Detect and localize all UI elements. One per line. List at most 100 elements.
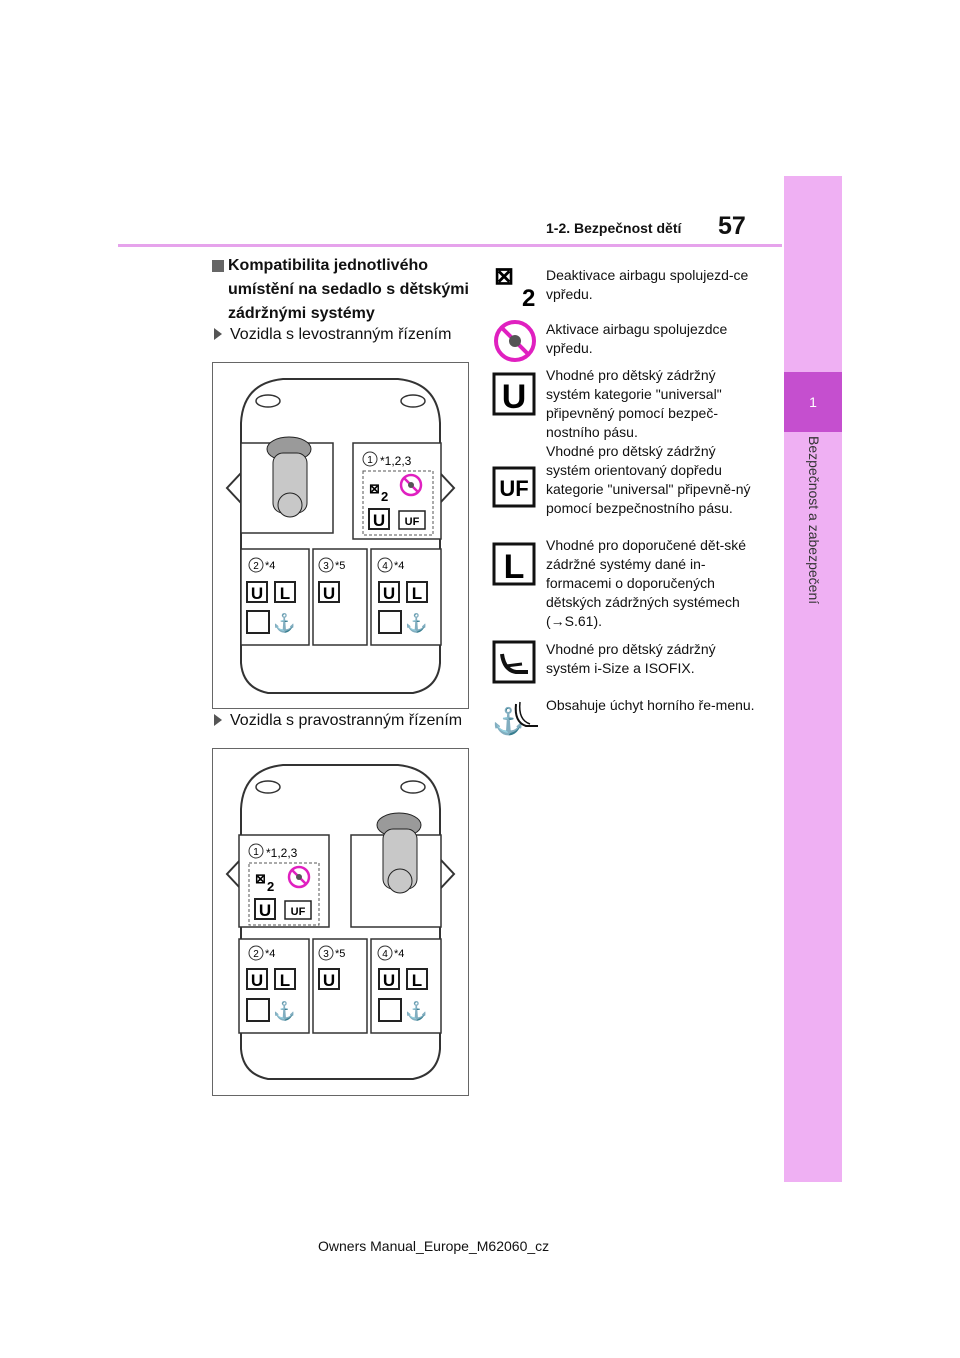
seat-1-note: *1,2,3 <box>380 454 412 468</box>
universal-uf-icon: UF <box>492 466 536 508</box>
triangle-bullet-icon <box>214 328 222 340</box>
seat-4-note: *4 <box>394 560 404 572</box>
chapter-number: 1 <box>809 394 817 410</box>
legend-text-universal: Vhodné pro dětský zádržný systém kategor… <box>546 367 722 440</box>
svg-text:⊠: ⊠ <box>494 263 514 290</box>
seat-3-number-circle <box>318 945 334 961</box>
seat-1-uf: UF <box>405 516 420 528</box>
triangle-bullet-icon <box>214 714 222 726</box>
chapter-side-tab <box>784 176 842 1182</box>
seat-4-u-box <box>378 581 400 603</box>
isofix-seat-icon <box>492 640 536 684</box>
airbag-off-icon: ⊠2 <box>255 871 274 894</box>
airbag-off-icon: ⊠2 <box>369 481 388 504</box>
seat-4-l: L <box>412 584 422 603</box>
legend-text-airbag-off: Deaktivace airbagu spolujezd-ce vpředu. <box>546 267 749 302</box>
seat-1-u: U <box>373 511 385 530</box>
seat-4-u-box <box>378 968 400 990</box>
seat-2-number: 2 <box>253 561 259 572</box>
svg-text:2: 2 <box>267 879 274 894</box>
seat-4-l-box <box>406 581 428 603</box>
car-wheel-fr <box>400 780 426 794</box>
seat-2-l: L <box>280 584 290 603</box>
subheading-left-hand-drive: Vozidla s levostranným řízením <box>214 326 451 344</box>
seat-1-number-circle <box>248 843 264 859</box>
seat-1-dashed-area <box>362 470 434 536</box>
airbag-prohibited-icon <box>287 865 311 889</box>
seat-1-uf: UF <box>291 906 306 918</box>
seat-4-u: U <box>383 971 395 990</box>
seat-2-note: *4 <box>265 560 275 572</box>
seat-1-u: U <box>259 901 271 920</box>
car-body-outline <box>240 378 441 694</box>
car-mirror-right <box>439 858 456 890</box>
chapter-title-text: Bezpečnost a zabezpečení <box>806 436 822 605</box>
seat-3-number: 3 <box>323 561 329 572</box>
driver-figure-icon <box>266 436 312 518</box>
seat-2-tether-icon: ⚓ <box>273 612 295 633</box>
seat-4-u: U <box>383 584 395 603</box>
seat-1-u-box <box>368 508 390 530</box>
car-body-outline <box>240 764 441 1080</box>
car-wheel-fl <box>255 394 281 408</box>
seat-4-tether-icon: ⚓ <box>405 612 427 633</box>
seat-3-u-box <box>318 968 340 990</box>
car-wheel-fl <box>255 780 281 794</box>
car-mirror-left <box>225 858 242 890</box>
seat-diagram-rhd-svg: 1 *1,2,3 ⊠2 U UF 2 *4 3 *5 4 <box>225 764 456 1080</box>
seat-1-uf-box <box>284 900 312 920</box>
seat-2-isofix-icon <box>246 610 270 634</box>
seat-2-number-circle <box>248 557 264 573</box>
seat-2-u: U <box>251 971 263 990</box>
heading-text: Kompatibilita jednotlivého umístění na s… <box>228 257 469 322</box>
seat-4-number: 4 <box>382 561 388 572</box>
airbag-on-prohibited-icon <box>494 320 536 362</box>
legend-text-isofix: Vhodné pro dětský zádržný systém i-Size … <box>546 641 716 676</box>
seat-3-number-circle <box>318 557 334 573</box>
subheading-text: Vozidla s pravostranným řízením <box>230 712 463 729</box>
seat-2-l: L <box>280 971 290 990</box>
seat-4-number-circle <box>377 945 393 961</box>
seat-3-u: U <box>323 584 335 603</box>
universal-u-icon: U <box>492 372 536 416</box>
svg-text:U: U <box>502 378 527 416</box>
seat-3-u: U <box>323 971 335 990</box>
legend-text-recommended: Vhodné pro doporučené dět-ské zádržné sy… <box>546 537 747 629</box>
seat-4-tether-icon: ⚓ <box>405 1000 427 1021</box>
seat-diagram-rhd: 1 *1,2,3 ⊠2 U UF 2 *4 3 *5 4 <box>212 748 469 1096</box>
seat-2-u-box <box>246 581 268 603</box>
seat-diagram-lhd: 1 *1,2,3 ⊠2 U UF 2 *4 3 *5 4 *4 U L <box>212 362 469 709</box>
svg-text:L: L <box>504 548 525 586</box>
seat-4-number: 4 <box>382 949 388 960</box>
footer-document-id: Owners Manual_Europe_M62060_cz <box>318 1238 550 1254</box>
seat-diagram-lhd-svg: 1 *1,2,3 ⊠2 U UF 2 *4 3 *5 4 *4 U L <box>225 378 456 694</box>
svg-text:2: 2 <box>522 285 535 308</box>
seat-3-note: *5 <box>335 560 345 572</box>
car-mirror-right <box>439 472 456 504</box>
legend-text-top-tether: Obsahuje úchyt horního ře-menu. <box>546 697 755 713</box>
seat-4-number-circle <box>377 557 393 573</box>
seat-1-box <box>352 442 442 540</box>
header-rule <box>118 244 782 247</box>
svg-text:UF: UF <box>499 476 528 501</box>
seat-2-l-box <box>274 968 296 990</box>
seat-4-l-box <box>406 968 428 990</box>
seat-2-number: 2 <box>253 949 259 960</box>
seat-4-note: *4 <box>394 948 404 960</box>
recommended-l-icon: L <box>492 542 536 586</box>
seat-2-tether-icon: ⚓ <box>273 1000 295 1021</box>
top-tether-icon: ⚓ <box>492 701 538 736</box>
legend-text-universal-forward: Vhodné pro dětský zádržný systém oriento… <box>546 443 751 516</box>
legend-text-airbag-on: Aktivace airbagu spolujezdce vpředu. <box>546 321 728 356</box>
driver-figure-icon <box>376 812 422 894</box>
seat-2-u: U <box>251 584 263 603</box>
seat-1-uf-box <box>398 510 426 530</box>
seat-2-note: *4 <box>265 948 275 960</box>
seat-1-number: 1 <box>253 847 259 858</box>
car-wheel-fr <box>400 394 426 408</box>
seat-1-dashed-area <box>248 862 320 926</box>
section-heading: Kompatibilita jednotlivého umístění na s… <box>212 254 472 326</box>
svg-text:⊠: ⊠ <box>255 871 266 886</box>
airbag-prohibited-icon <box>399 473 423 497</box>
seat-3-number: 3 <box>323 949 329 960</box>
